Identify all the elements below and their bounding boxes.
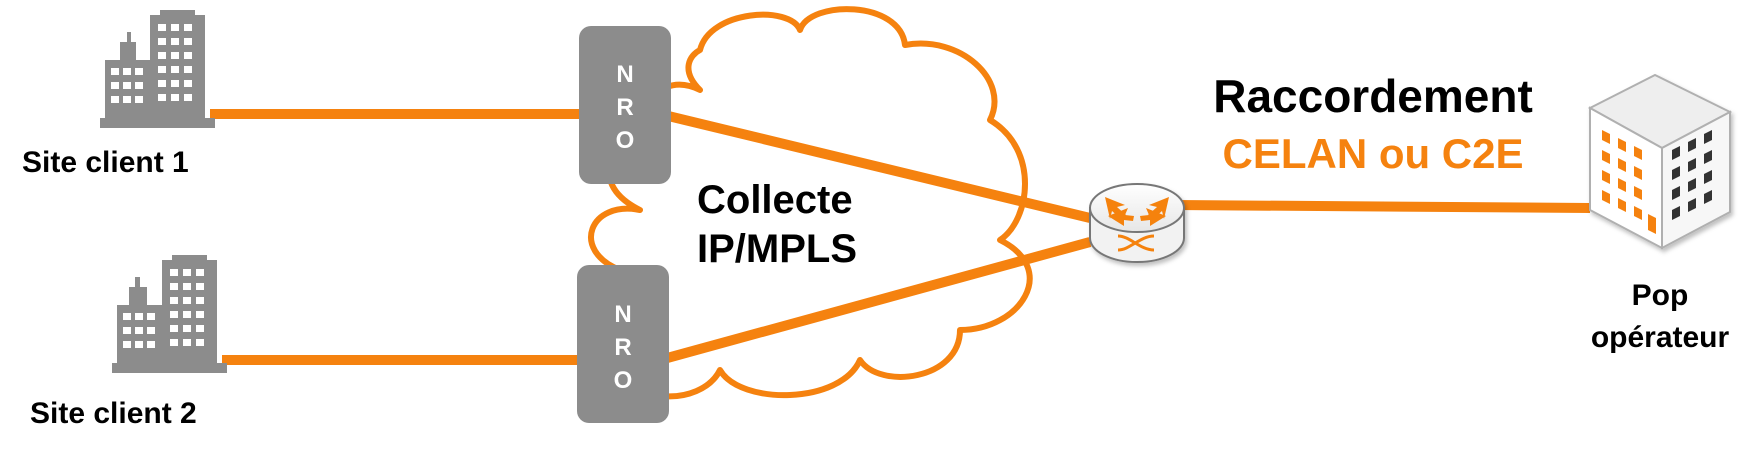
pop-windows-orange [1602, 130, 1656, 234]
router-icon [1089, 183, 1185, 263]
link-router-pop [1174, 200, 1591, 213]
pop-label-line1: Pop [1632, 279, 1689, 312]
pop-label-line2: opérateur [1591, 321, 1730, 354]
nro-letter: R [614, 334, 631, 361]
cloud-label-line2: IP/MPLS [697, 227, 857, 271]
link-nro2-router [658, 237, 1092, 365]
site-client-2-label: Site client 2 [30, 397, 197, 430]
nro-letter: O [616, 127, 635, 154]
nro-node-bottom: N R O [577, 265, 669, 423]
pop-windows-dark [1672, 130, 1712, 220]
site-client-1-label: Site client 1 [22, 146, 189, 179]
fiber-links [210, 109, 1591, 365]
raccordement-subtitle: CELAN ou C2E [1222, 130, 1523, 177]
nro-letter: R [616, 94, 633, 121]
nro-letter: O [614, 367, 633, 394]
cloud-label-line1: Collecte [697, 178, 853, 222]
nro-letter: N [614, 301, 631, 328]
link-nro1-router [658, 109, 1092, 223]
nro-node-top: N R O [579, 26, 671, 184]
nro-letter: N [616, 61, 633, 88]
raccordement-title: Raccordement [1213, 70, 1533, 122]
